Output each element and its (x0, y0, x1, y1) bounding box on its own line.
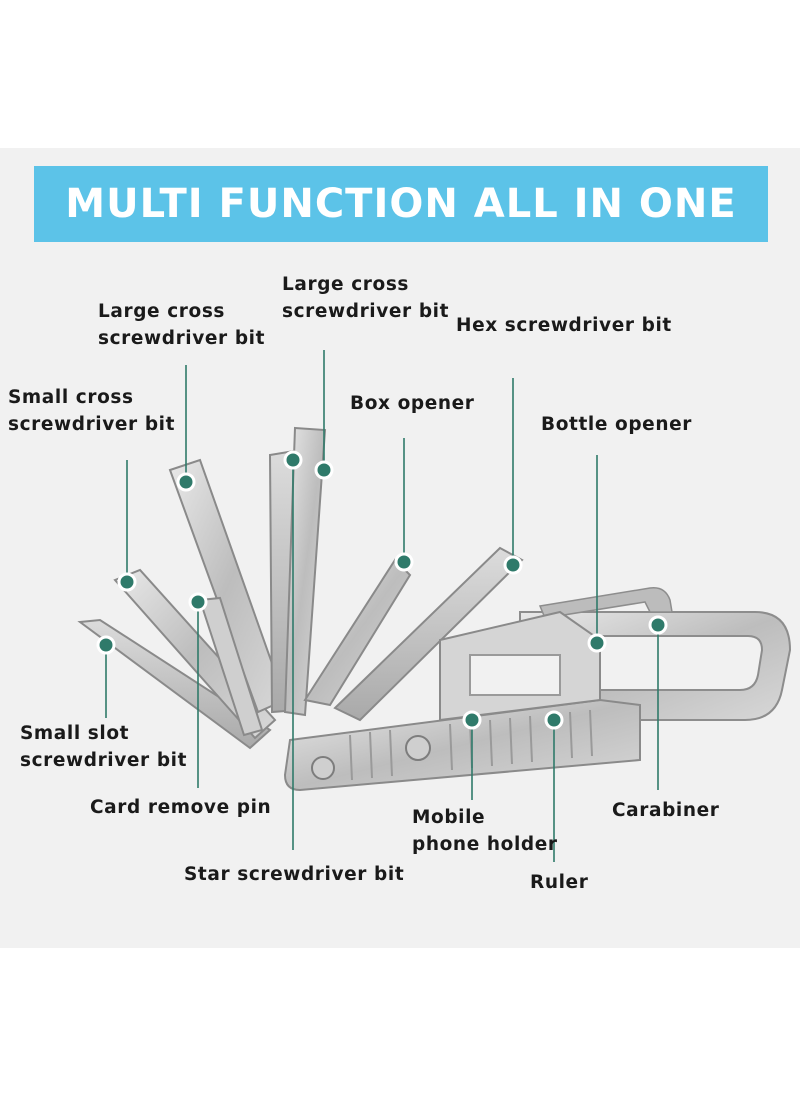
label-star-screwdriver: Star screwdriver bit (184, 864, 405, 885)
label-large-cross-left: Large cross screwdriver bit (98, 301, 266, 349)
label-small-cross: Small cross screwdriver bit (8, 387, 176, 435)
label-large-cross-top: Large cross screwdriver bit (282, 274, 450, 322)
label-small-slot: Small slot screwdriver bit (20, 723, 188, 771)
tool-blades (77, 426, 524, 750)
product-background (0, 148, 800, 948)
label-card-remove-pin: Card remove pin (90, 797, 272, 818)
large-cross-top-blade (283, 426, 327, 717)
callout-dots (96, 450, 668, 730)
small-slot-blade (77, 618, 272, 750)
label-ruler: Ruler (530, 872, 589, 893)
banner-title: MULTI FUNCTION ALL IN ONE (65, 181, 737, 227)
label-carabiner: Carabiner (612, 800, 720, 821)
title-banner: MULTI FUNCTION ALL IN ONE (34, 166, 768, 242)
label-bottle-opener: Bottle opener (541, 414, 692, 435)
callout-lines (105, 350, 659, 862)
label-mobile-phone-holder: Mobile phone holder (412, 807, 558, 855)
label-hex-screwdriver: Hex screwdriver bit (456, 315, 672, 336)
label-box-opener: Box opener (350, 393, 475, 414)
card-pin-blade (198, 596, 264, 737)
tool-handle (283, 610, 641, 792)
